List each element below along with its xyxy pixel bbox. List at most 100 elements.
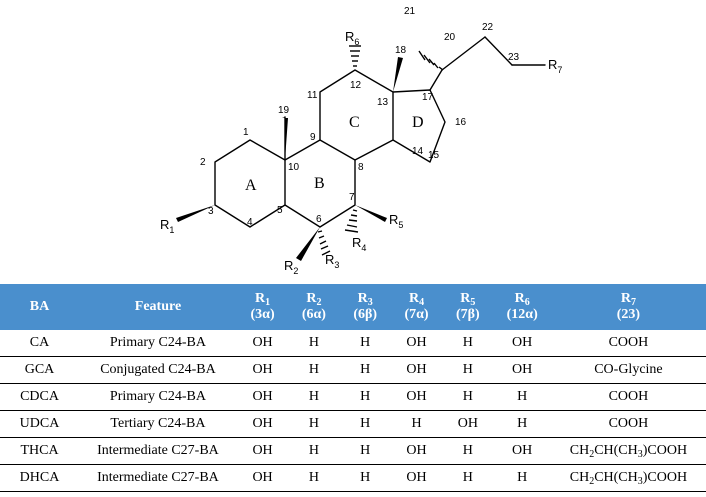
header-r5: R5(7β) xyxy=(442,284,494,330)
ring-label-d: D xyxy=(412,114,424,131)
atom-number-12: 12 xyxy=(350,80,362,91)
cell-r2: H xyxy=(288,464,340,492)
cell-ba: DHCA xyxy=(0,464,80,492)
atom-number-1: 1 xyxy=(243,127,249,138)
atom-number-18: 18 xyxy=(395,45,407,56)
substituent-r5: R5 xyxy=(389,212,403,230)
atom-number-11: 11 xyxy=(307,90,318,101)
cell-r2: H xyxy=(288,356,340,384)
cell-ba: THCA xyxy=(0,437,80,465)
atom-number-8: 8 xyxy=(358,162,364,173)
bile-acid-skeleton-structure: A B C D 1 2 3 4 5 6 7 8 9 10 11 12 13 14… xyxy=(160,6,562,276)
cell-r5: H xyxy=(442,383,494,411)
cell-r5: H xyxy=(442,330,494,357)
cell-r2: H xyxy=(288,437,340,465)
cell-r3: H xyxy=(339,464,391,492)
cell-r2: H xyxy=(288,410,340,438)
cell-feature: Primary C24-BA xyxy=(79,383,237,411)
cell-r6: H xyxy=(493,383,551,411)
atom-number-7: 7 xyxy=(349,192,355,203)
substituent-r2: R2 xyxy=(284,258,298,276)
header-ba: BA xyxy=(0,284,80,330)
atom-number-17: 17 xyxy=(422,92,434,103)
atom-number-15: 15 xyxy=(428,150,440,161)
atom-number-2: 2 xyxy=(200,157,206,168)
cell-r5: H xyxy=(442,464,494,492)
atom-numbers: 1 2 3 4 5 6 7 8 9 10 11 12 13 14 15 16 1… xyxy=(200,6,520,228)
atom-number-5: 5 xyxy=(277,205,283,216)
cell-r7: CO-Glycine xyxy=(550,356,706,384)
cell-r6: OH xyxy=(493,330,551,357)
atom-number-13: 13 xyxy=(377,97,389,108)
cell-feature: Intermediate C27-BA xyxy=(79,464,237,492)
cell-r6: H xyxy=(493,464,551,492)
atom-number-19: 19 xyxy=(278,105,290,116)
atom-number-10: 10 xyxy=(288,162,300,173)
cell-r3: H xyxy=(339,330,391,357)
cell-r4: OH xyxy=(390,437,443,465)
atom-number-9: 9 xyxy=(310,132,316,143)
cell-r2: H xyxy=(288,383,340,411)
ring-label-b: B xyxy=(314,175,325,192)
cell-r4: OH xyxy=(390,464,443,492)
bile-acid-substituent-table: BA Feature R1(3α)R2(6α)R3(6β)R4(7α)R5(7β… xyxy=(0,284,706,492)
cell-feature: Primary C24-BA xyxy=(79,330,237,357)
cell-r6: OH xyxy=(493,437,551,465)
atom-number-20: 20 xyxy=(444,32,456,43)
header-r6: R6(12α) xyxy=(493,284,551,330)
atom-number-23: 23 xyxy=(508,52,520,63)
skeleton-bonds xyxy=(214,36,546,228)
cell-feature: Intermediate C27-BA xyxy=(79,437,237,465)
atom-number-3: 3 xyxy=(208,206,214,217)
stereo-wedges xyxy=(176,57,403,261)
cell-r6: H xyxy=(493,410,551,438)
substituent-r1: R1 xyxy=(160,217,174,235)
cell-r1: OH xyxy=(236,437,289,465)
atom-number-16: 16 xyxy=(455,117,467,128)
cell-feature: Tertiary C24-BA xyxy=(79,410,237,438)
cell-r4: H xyxy=(390,410,443,438)
cell-r4: OH xyxy=(390,330,443,357)
cell-r3: H xyxy=(339,437,391,465)
substituent-r6: R6 xyxy=(345,29,359,47)
cell-feature: Conjugated C24-BA xyxy=(79,356,237,384)
cell-r1: OH xyxy=(236,383,289,411)
cell-r5: H xyxy=(442,356,494,384)
cell-r1: OH xyxy=(236,464,289,492)
cell-r4: OH xyxy=(390,383,443,411)
cell-r7: COOH xyxy=(550,330,706,357)
cell-r7: COOH xyxy=(550,383,706,411)
header-r3: R3(6β) xyxy=(339,284,391,330)
atom-number-14: 14 xyxy=(412,146,424,157)
hashed-bonds xyxy=(317,45,444,256)
ring-label-c: C xyxy=(349,114,360,131)
substituent-r4: R4 xyxy=(352,235,366,253)
cell-r7: CH2CH(CH3)COOH xyxy=(550,437,706,465)
header-feature: Feature xyxy=(79,284,237,330)
ring-label-a: A xyxy=(245,177,257,194)
cell-r7: CH2CH(CH3)COOH xyxy=(550,464,706,492)
table-header-row: BA Feature R1(3α)R2(6α)R3(6β)R4(7α)R5(7β… xyxy=(0,284,706,330)
cell-r3: H xyxy=(339,383,391,411)
header-r4: R4(7α) xyxy=(390,284,443,330)
cell-r7: COOH xyxy=(550,410,706,438)
cell-ba: CA xyxy=(0,330,80,357)
cell-ba: UDCA xyxy=(0,410,80,438)
atom-number-21: 21 xyxy=(404,6,416,17)
cell-r1: OH xyxy=(236,330,289,357)
substituent-r3: R3 xyxy=(325,252,339,270)
cell-r3: H xyxy=(339,410,391,438)
header-r7: R7(23) xyxy=(550,284,706,330)
header-r1: R1(3α) xyxy=(236,284,289,330)
cell-r5: H xyxy=(442,437,494,465)
substituent-r7: R7 xyxy=(548,57,562,75)
cell-r3: H xyxy=(339,356,391,384)
header-r2: R2(6α) xyxy=(288,284,340,330)
cell-r6: OH xyxy=(493,356,551,384)
cell-r4: OH xyxy=(390,356,443,384)
